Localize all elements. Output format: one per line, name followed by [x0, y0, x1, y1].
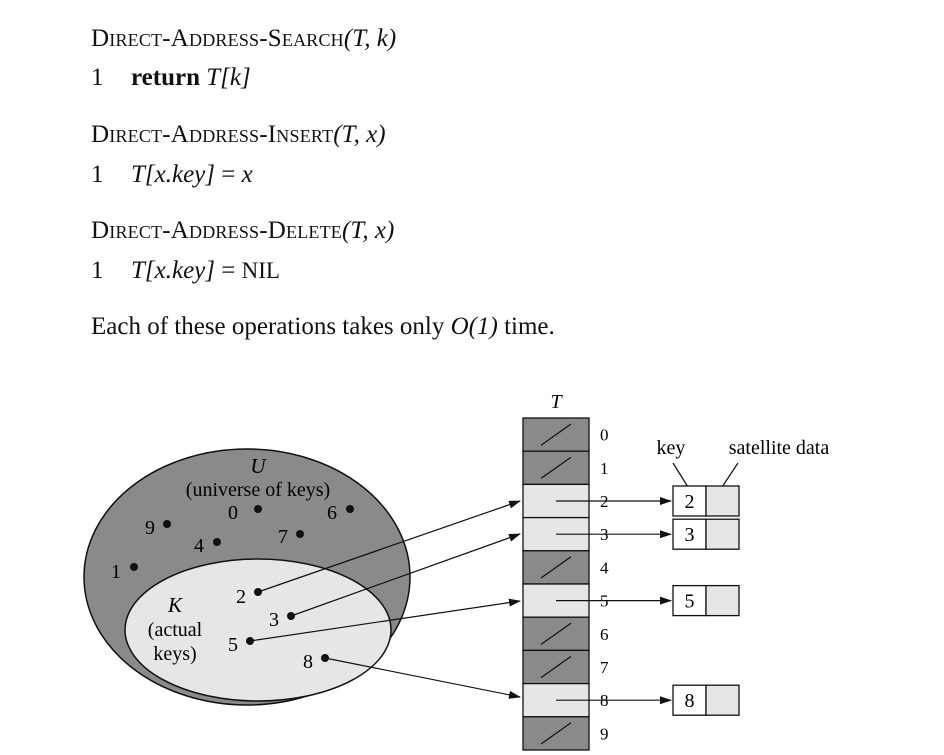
nil-slash	[540, 423, 572, 446]
insert-proc-args: (T, x)	[333, 121, 386, 148]
insert-heading: Direct-Address-Insert(T, x)	[91, 121, 386, 149]
slot-index: 7	[600, 658, 609, 677]
key-label: 4	[194, 535, 204, 557]
actual-keys-caption-1: (actual	[148, 619, 203, 641]
key-dot	[254, 505, 262, 513]
delete-line-1: 1 T[x.key] = NIL	[91, 257, 280, 285]
actual-keys-caption-2: keys)	[153, 643, 196, 665]
universe-key-9: 9	[145, 517, 171, 539]
universe-key-6: 6	[327, 502, 354, 524]
key-header: key	[657, 437, 686, 459]
arrow-key-2	[257, 500, 521, 593]
line-number: 1	[91, 64, 104, 91]
search-heading: Direct-Address-Search(T, k)	[91, 25, 396, 53]
nil-slash	[540, 556, 572, 579]
element-satellite-cell	[705, 684, 740, 716]
satellite-pointer-line	[721, 462, 739, 488]
key-label: 6	[327, 502, 337, 524]
delete-proc-args: (T, x)	[342, 217, 395, 244]
summary-post: time.	[497, 313, 555, 340]
key-label: 1	[111, 561, 121, 583]
element-key-label: 5	[685, 591, 695, 613]
universe-key-7: 7	[278, 526, 304, 548]
universe-label: U	[250, 454, 267, 478]
arrow-key-5	[249, 598, 521, 642]
return-keyword: return	[131, 64, 200, 91]
key-label: 7	[278, 526, 288, 548]
insert-line-1: 1 T[x.key] = x	[91, 161, 253, 189]
universe-caption: (universe of keys)	[186, 479, 330, 501]
key-label: 2	[236, 586, 246, 608]
line-number: 1	[91, 161, 104, 188]
universe-key-0: 0	[228, 502, 262, 524]
summary-pre: Each of these operations takes only	[91, 313, 451, 340]
arrow-key-3	[290, 533, 521, 617]
key-label: 3	[269, 609, 279, 631]
key-label: 0	[228, 502, 238, 524]
element-satellite-cell	[705, 584, 740, 617]
insert-eq: =	[215, 161, 242, 188]
delete-proc-name: Direct-Address-Delete	[91, 217, 343, 244]
delete-lhs: T[x.key]	[131, 257, 215, 284]
arrow-key-8	[324, 657, 521, 699]
element-satellite-cell	[705, 518, 740, 550]
delete-heading: Direct-Address-Delete(T, x)	[91, 217, 394, 245]
summary-sentence: Each of these operations takes only O(1)…	[91, 313, 555, 341]
element-key-cell	[672, 584, 707, 617]
key-dot	[130, 563, 138, 571]
key-dot	[346, 505, 354, 513]
key-label: 8	[303, 651, 313, 673]
element-key-label: 2	[685, 491, 695, 513]
element-key-label: 3	[685, 524, 695, 546]
actual-keys-label: K	[167, 593, 183, 617]
delete-rhs-nil: NIL	[241, 258, 280, 283]
nil-slash	[540, 456, 572, 479]
element-key-label: 8	[685, 690, 695, 712]
satellite-data-header: satellite data	[729, 437, 830, 459]
element-key-cell	[672, 485, 707, 517]
key-label: 5	[228, 634, 238, 656]
table-slot-9	[522, 716, 590, 751]
nil-slash	[540, 722, 572, 745]
key-dot	[296, 530, 304, 538]
nil-slash	[540, 622, 572, 645]
line-number: 1	[91, 257, 104, 284]
search-body: T[k]	[199, 64, 251, 91]
actual-keys-ellipse	[124, 558, 392, 702]
insert-lhs: T[x.key]	[131, 161, 215, 188]
element-satellite-cell	[705, 485, 740, 517]
key-dot	[163, 520, 171, 528]
key-label: 9	[145, 517, 155, 539]
element-records: 2 3 5 8	[556, 485, 740, 716]
summary-big-o: O(1)	[450, 313, 498, 340]
slot-index: 1	[600, 459, 609, 478]
universe-key-4: 4	[194, 535, 221, 557]
universe-key-1: 1	[111, 561, 138, 583]
search-line-1: 1 return T[k]	[91, 64, 251, 92]
search-proc-name: Direct-Address-Search	[91, 25, 344, 52]
search-proc-args: (T, k)	[343, 25, 397, 52]
slot-index: 4	[600, 558, 609, 577]
key-pointer-line	[672, 462, 689, 488]
table-label: T	[550, 391, 563, 413]
slot-index: 0	[600, 426, 609, 445]
slot-index: 6	[600, 625, 609, 644]
key-dot	[213, 538, 221, 546]
insert-proc-name: Direct-Address-Insert	[91, 121, 334, 148]
slot-index: 9	[600, 724, 609, 743]
insert-rhs: x	[241, 161, 253, 188]
nil-slash	[540, 655, 572, 679]
delete-eq: =	[215, 257, 242, 284]
